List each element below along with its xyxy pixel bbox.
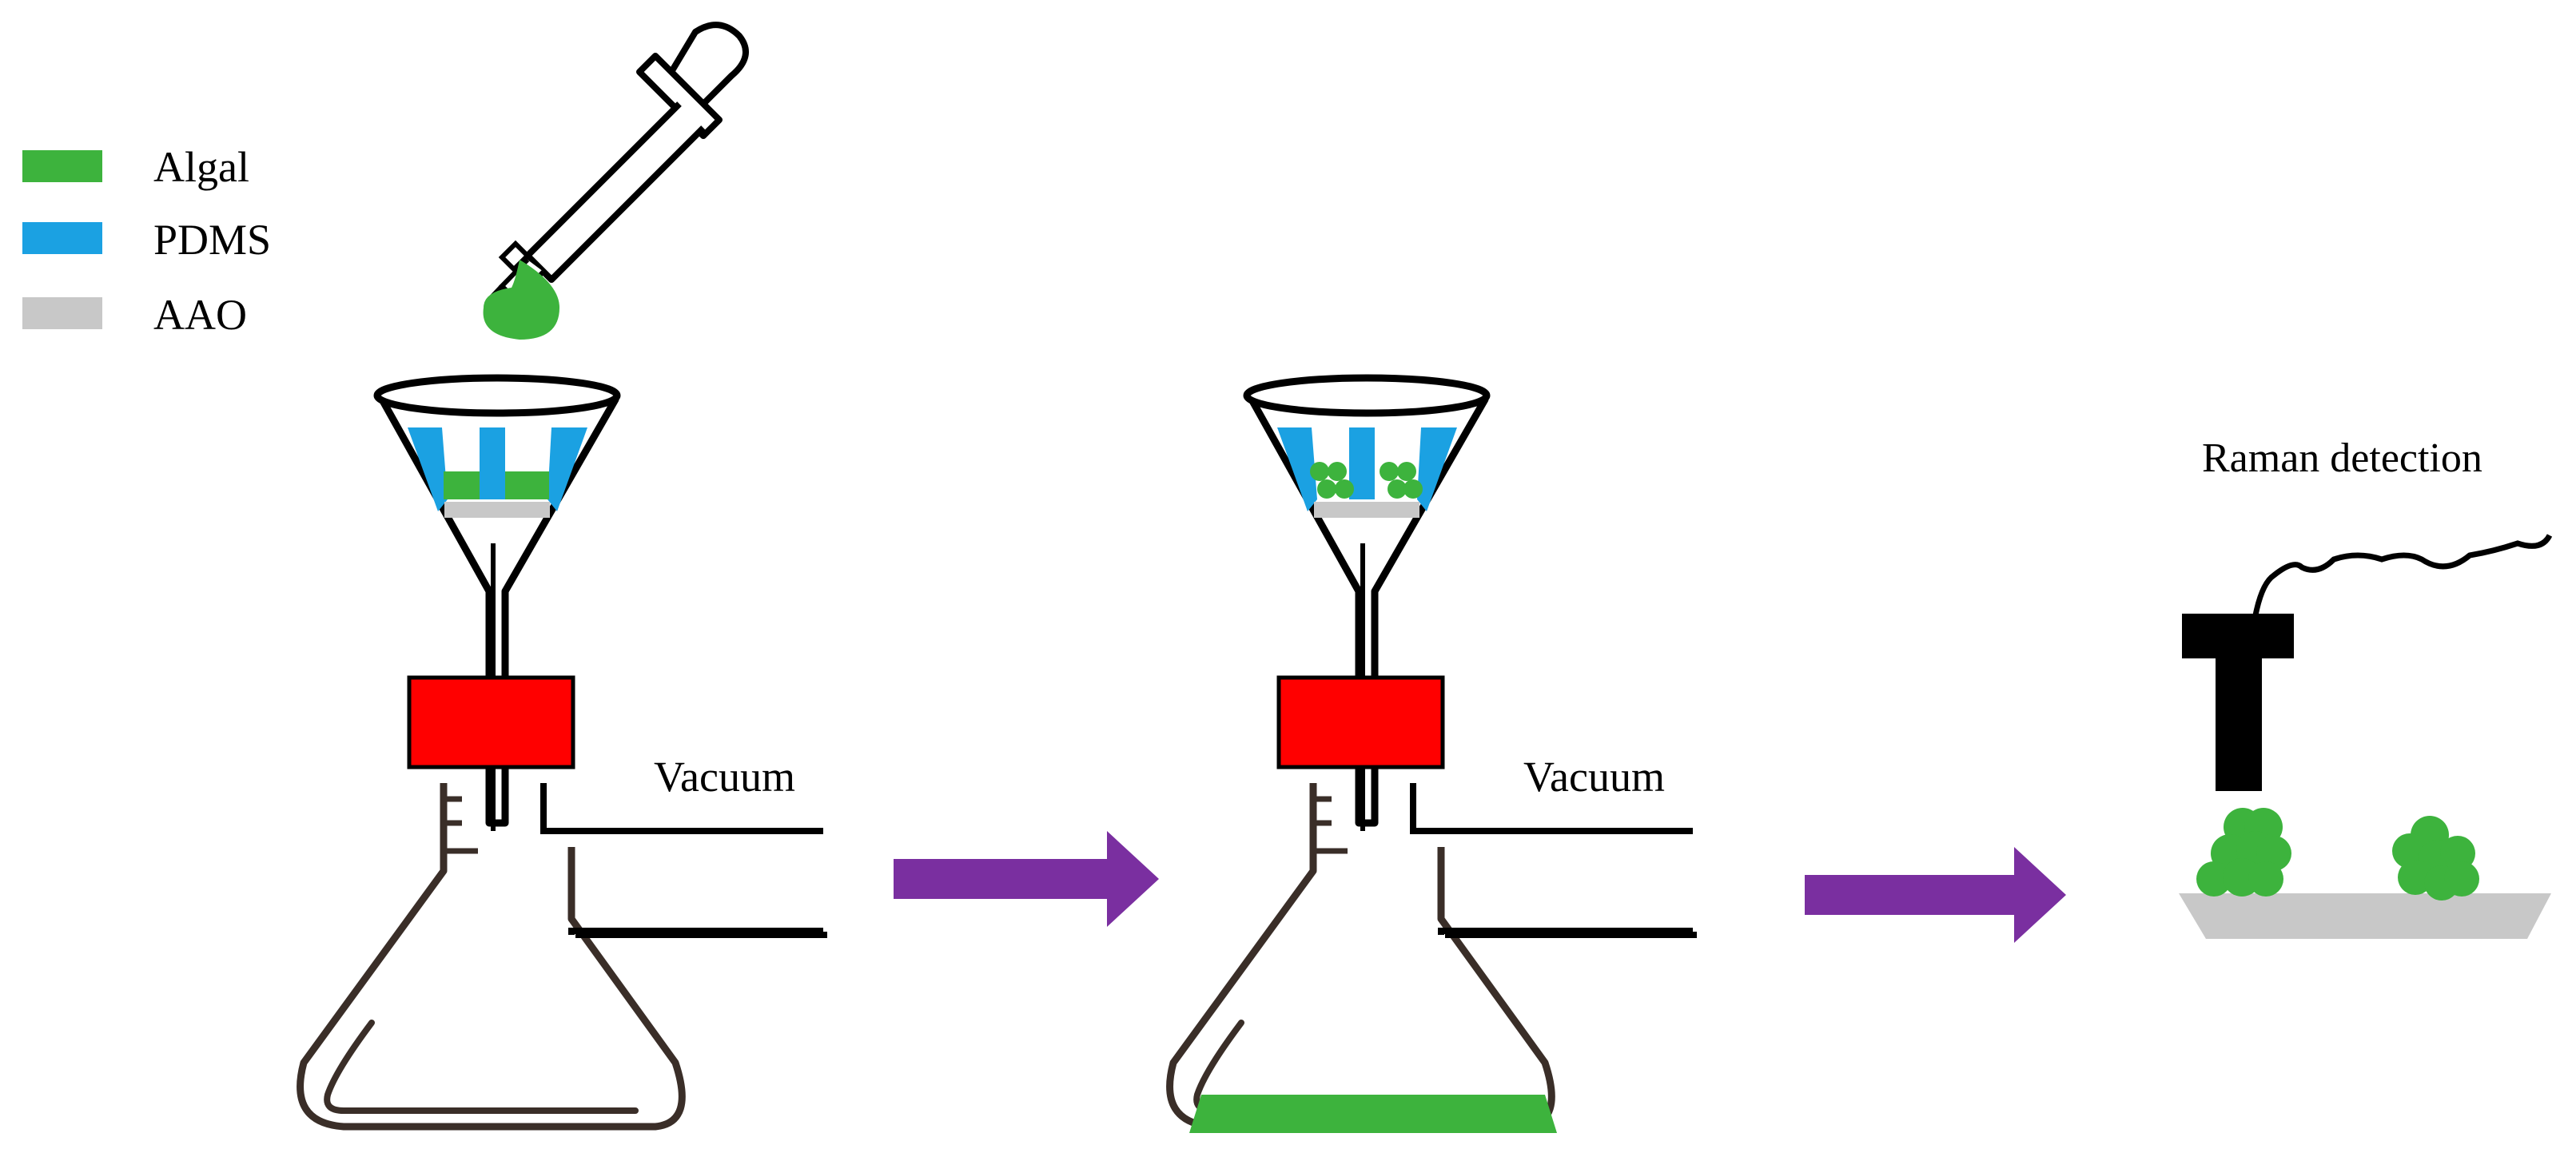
funnel-icon (373, 374, 621, 831)
legend-label-algal: Algal (153, 143, 249, 191)
algal-cluster (2392, 816, 2479, 901)
step1-vacuum-label: Vacuum (654, 753, 795, 801)
rubber-stopper-icon (1276, 675, 1445, 769)
droplet-icon (483, 260, 559, 340)
cable-icon (2252, 534, 2553, 616)
flask-icon (301, 783, 827, 1127)
arrow-right-icon (894, 831, 1159, 927)
raman-detection-label: Raman detection (2202, 435, 2482, 481)
arrow-right-icon (1805, 847, 2066, 943)
step2-apparatus: Vacuum (1170, 374, 1697, 1133)
legend-item-algal: Algal (22, 143, 249, 191)
flask-icon (1170, 783, 1697, 1127)
raman-probe-icon (2182, 614, 2294, 791)
step3-raman: Raman detection (2179, 435, 2553, 939)
funnel-icon (1243, 374, 1491, 831)
legend-swatch-pdms (22, 222, 102, 254)
algal-cluster (2196, 808, 2291, 897)
step1-apparatus: Vacuum (301, 374, 827, 1127)
legend-label-pdms: PDMS (153, 216, 271, 264)
rubber-stopper-icon (407, 675, 575, 769)
substrate (2179, 893, 2551, 939)
step2-vacuum-label: Vacuum (1523, 753, 1665, 801)
legend-item-pdms: PDMS (22, 216, 271, 264)
legend-swatch-algal (22, 150, 102, 182)
legend-item-aao: AAO (22, 291, 247, 339)
legend-swatch-aao (22, 297, 102, 329)
filtrate (1189, 1095, 1557, 1133)
legend-label-aao: AAO (153, 291, 247, 339)
legend: Algal PDMS AAO (22, 143, 271, 339)
